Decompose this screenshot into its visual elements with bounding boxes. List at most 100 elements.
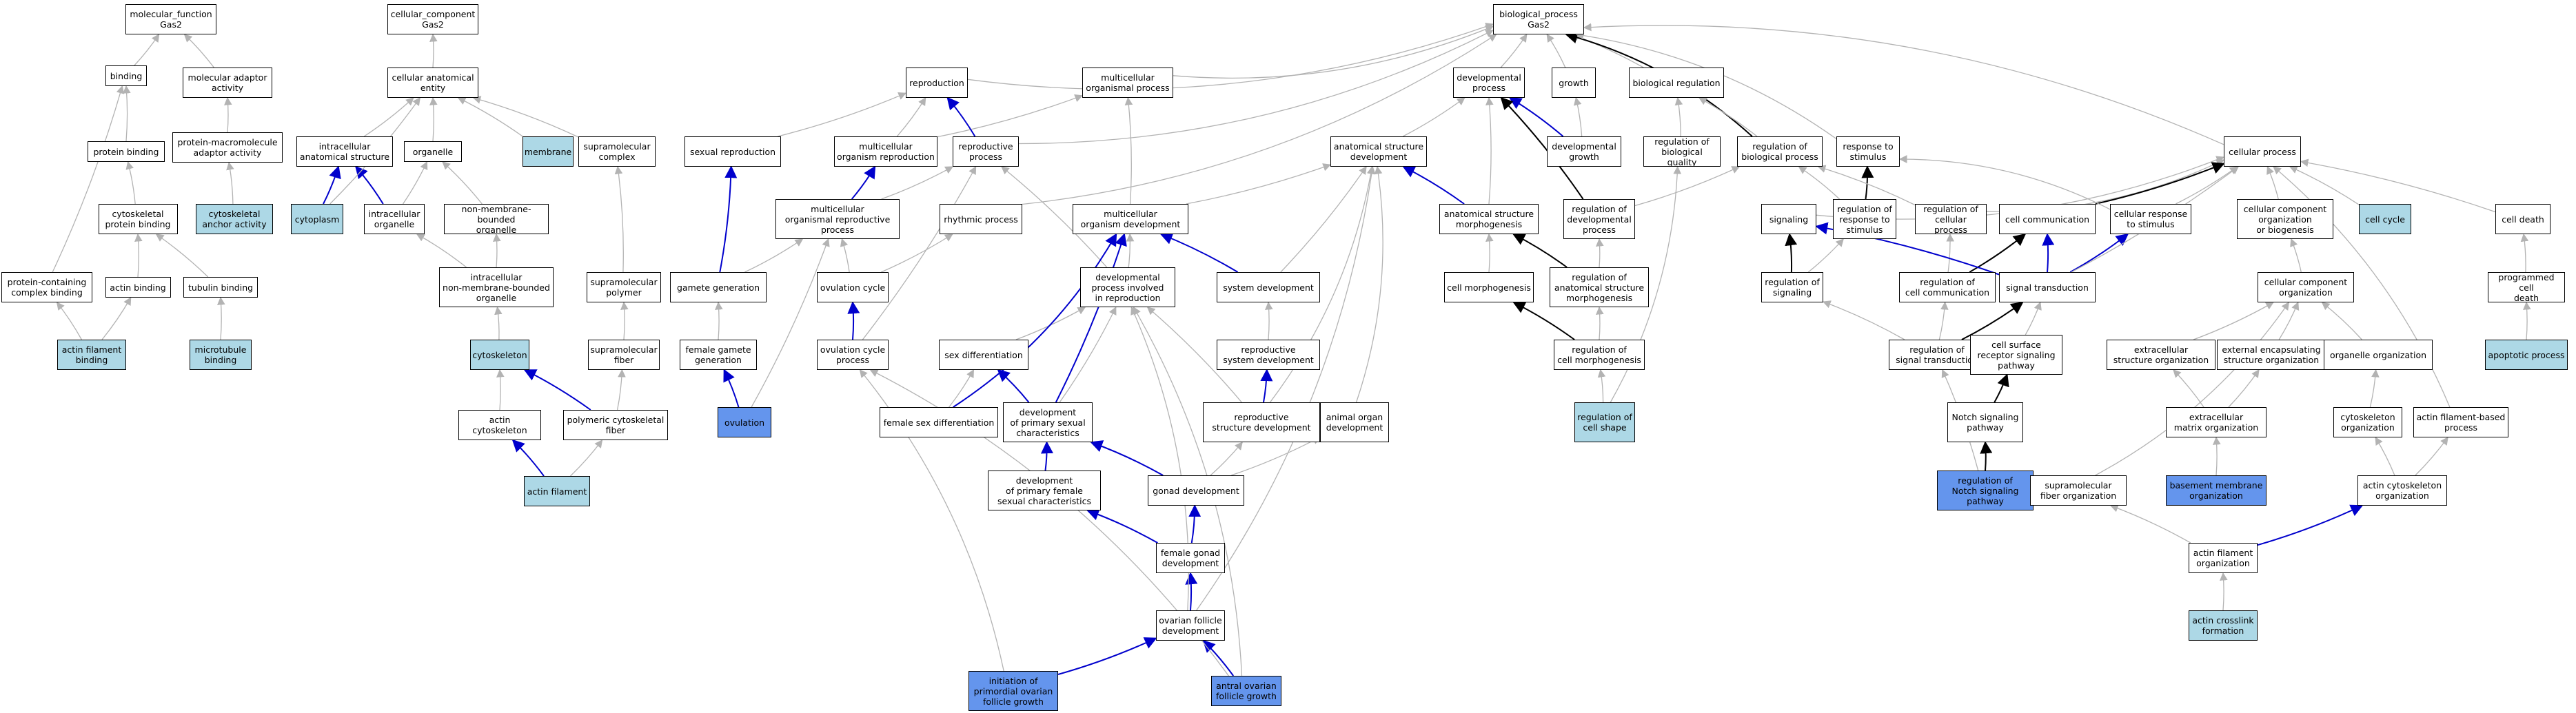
go-term-node-cellproc: cellular process xyxy=(2224,136,2301,167)
go-term-label: antral ovarian follicle growth xyxy=(1216,681,1277,701)
edge-regulates-rnsp-to-notch xyxy=(1980,441,1993,471)
go-term-label: multicellular organism reproduction xyxy=(837,141,935,162)
edge-part-of-pcf-to-cytoskeleton xyxy=(523,369,591,411)
go-term-label: extracellular matrix organization xyxy=(2173,412,2259,433)
go-term-label: membrane xyxy=(524,146,572,157)
go-term-label: tubulin binding xyxy=(187,282,254,293)
go-term-node-ofd: ovarian follicle development xyxy=(1156,610,1225,641)
go-term-label: animal organ development xyxy=(1326,412,1383,433)
edge-part-of-dpfsc-to-dpsc xyxy=(1040,441,1053,471)
go-term-node-eeso: external encapsulating structure organiz… xyxy=(2217,340,2326,370)
go-term-label: reproductive process xyxy=(958,141,1013,162)
go-term-node-smc: supramolecular complex xyxy=(578,136,656,167)
go-term-node-apoptotic: apoptotic process xyxy=(2485,340,2568,370)
go-term-node-rrs: regulation of response to stimulus xyxy=(1833,199,1896,239)
edge-is-a-rst-to-rsig xyxy=(1822,300,1905,340)
go-term-label: cellular_component Gas2 xyxy=(390,9,476,30)
go-term-node-molad: molecular adaptor activity xyxy=(183,68,272,98)
go-term-label: regulation of response to stimulus xyxy=(1837,203,1892,235)
go-term-label: actin cytoskeleton xyxy=(472,415,527,435)
edge-part-of-ovulation-to-fgg xyxy=(723,369,740,408)
go-term-label: cytoskeletal anchor activity xyxy=(202,209,267,229)
edge-is-a-devproc-to-bp xyxy=(1500,34,1528,68)
edge-is-a-inmbo-to-io xyxy=(416,234,467,268)
go-term-node-mf: molecular_function Gas2 xyxy=(125,4,216,34)
go-term-node-cellcomm: cell communication xyxy=(1999,204,2096,234)
edge-is-a-ofd-to-asd xyxy=(1196,165,1376,611)
go-term-label: ovulation xyxy=(724,417,765,428)
go-term-label: cell communication xyxy=(2005,214,2090,225)
edge-part-of-aofg-to-ofd xyxy=(1202,639,1235,676)
go-term-node-organelle: organelle xyxy=(404,141,462,162)
edge-part-of-sysdev-to-mod xyxy=(1159,232,1239,273)
edge-is-a-rrs-to-rbp xyxy=(1798,166,1840,200)
go-term-label: protein-containing complex binding xyxy=(7,277,87,298)
edge-is-a-sysdev-to-asd xyxy=(1280,166,1367,273)
go-term-node-signaling: signaling xyxy=(1761,204,1816,234)
edge-is-a-cco-to-ccob xyxy=(2290,238,2302,273)
go-term-label: biological regulation xyxy=(1632,77,1721,88)
edge-is-a-actinb-to-cytoprot xyxy=(134,233,143,278)
edge-part-of-sigtrans-to-crs xyxy=(2069,233,2129,273)
go-term-label: regulation of signaling xyxy=(1765,277,1820,298)
edge-is-a-growth-to-bp xyxy=(1546,34,1566,68)
go-term-node-sysdev: system development xyxy=(1217,272,1320,302)
edge-is-a-rdp-to-rbp xyxy=(1634,166,1741,207)
go-term-node-sexrep: sexual reproduction xyxy=(684,136,781,167)
edge-is-a-rcs-to-rbq xyxy=(1610,165,1682,403)
go-term-node-rsd: reproductive system development xyxy=(1217,340,1320,370)
go-term-label: multicellular organism development xyxy=(1080,209,1181,229)
go-term-label: supramolecular fiber xyxy=(590,344,658,365)
go-term-label: basement membrane organization xyxy=(2169,480,2263,501)
go-term-node-asm: anatomical structure morphogenesis xyxy=(1439,204,1539,234)
go-term-label: developmental growth xyxy=(1552,141,1616,162)
edge-is-a-apoptotic-to-pcd xyxy=(2523,301,2531,340)
edge-part-of-io-to-ias xyxy=(355,165,384,205)
go-term-node-pmad: protein-macromolecule adaptor activity xyxy=(172,132,283,163)
edge-is-a-inmbo-to-nmbo xyxy=(492,233,501,268)
go-term-node-afo: actin filament organization xyxy=(2189,543,2258,573)
go-term-node-actcyto: actin cytoskeleton xyxy=(458,410,541,440)
go-term-node-repro: reproduction xyxy=(906,68,968,98)
go-term-label: cellular process xyxy=(2229,146,2296,157)
edge-is-a-rbq-to-bioreg xyxy=(1674,96,1683,137)
edge-is-a-molad-to-mf xyxy=(183,34,214,68)
go-term-label: regulation of cell shape xyxy=(1577,412,1632,433)
edge-part-of-morp-to-morep xyxy=(851,165,876,200)
edge-regulates-rasm-to-asm xyxy=(1512,234,1568,268)
go-term-node-devproc: developmental process xyxy=(1453,68,1525,98)
edge-is-a-cellcycle-to-cellproc xyxy=(2289,165,2360,205)
go-term-node-asd: anatomical structure development xyxy=(1330,136,1427,167)
edge-is-a-cae-to-cc xyxy=(429,33,438,68)
edge-is-a-tubb-to-cytoprot xyxy=(155,234,209,278)
go-term-label: biological_process Gas2 xyxy=(1499,9,1578,30)
go-term-label: regulation of cellular process xyxy=(1923,204,1978,234)
go-term-label: cell surface receptor signaling pathway xyxy=(1977,339,2056,371)
go-term-label: rhythmic process xyxy=(944,214,1018,225)
go-term-label: molecular adaptor activity xyxy=(187,72,267,93)
go-term-label: growth xyxy=(1559,77,1589,88)
edge-is-a-binding-to-mf xyxy=(134,34,160,66)
edge-is-a-smp-to-smc xyxy=(614,165,624,273)
go-term-label: cell death xyxy=(2502,214,2544,225)
edge-part-of-cytoplasm-to-ias xyxy=(323,165,341,205)
edge-is-a-rcm-to-rasm xyxy=(1596,306,1604,340)
edge-is-a-rasm-to-rdp xyxy=(1595,238,1604,268)
go-term-node-morep: multicellular organism reproduction xyxy=(834,136,937,167)
go-term-label: regulation of signal transduction xyxy=(1896,344,1978,365)
go-term-node-protbind: protein binding xyxy=(88,141,165,162)
go-term-node-bp: biological_process Gas2 xyxy=(1493,4,1584,34)
go-term-label: cytoskeletal protein binding xyxy=(105,209,171,229)
go-term-node-dpir: developmental process involved in reprod… xyxy=(1080,267,1175,307)
go-term-label: cellular component organization or bioge… xyxy=(2243,203,2327,235)
go-term-label: signal transduction xyxy=(2006,282,2089,293)
go-term-node-cc: cellular_component Gas2 xyxy=(387,4,478,34)
edge-is-a-crs-to-rts xyxy=(1898,155,2111,210)
go-term-label: actin filament xyxy=(527,486,587,497)
edge-part-of-fgd-to-gonaddev xyxy=(1188,504,1201,544)
go-term-label: polymeric cytoskeletal fiber xyxy=(567,415,665,435)
go-term-node-mop: multicellular organismal process xyxy=(1082,68,1173,98)
edge-part-of-gamgen-to-sexrep xyxy=(719,165,738,273)
edge-is-a-pcc-to-binding xyxy=(52,85,125,273)
edge-part-of-repproc-to-repro xyxy=(946,96,976,137)
